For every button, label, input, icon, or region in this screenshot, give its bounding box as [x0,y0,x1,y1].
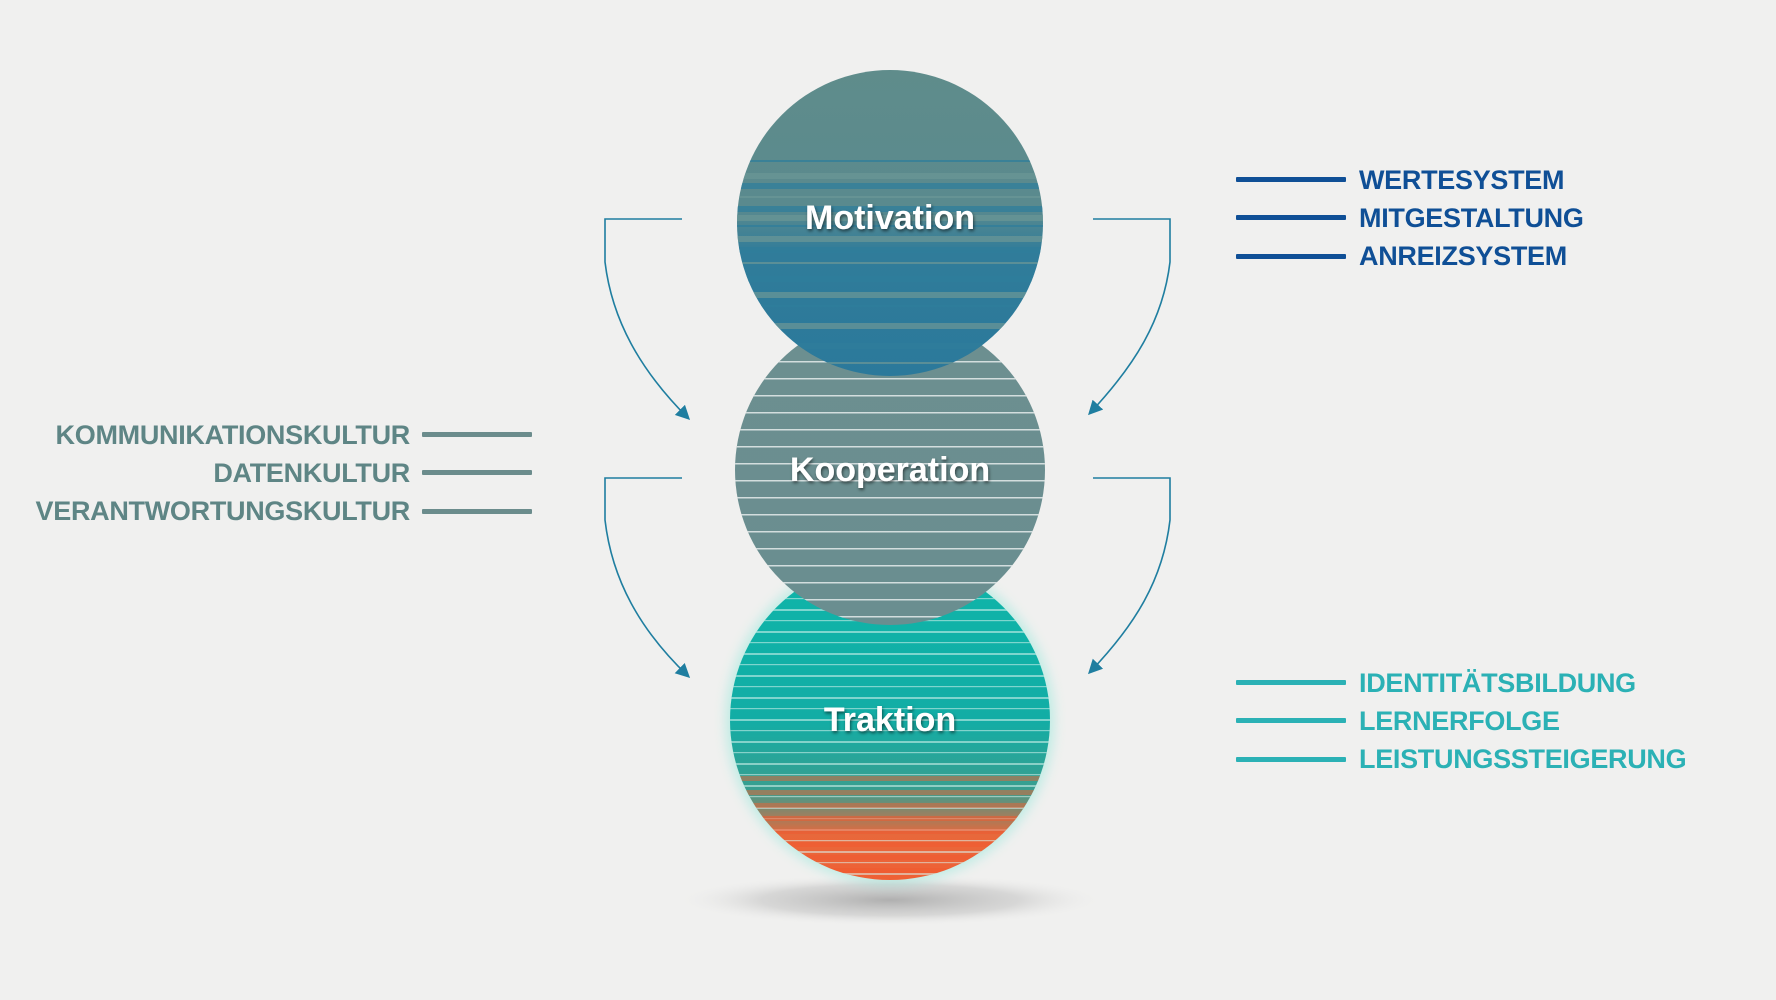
decorative-stripe [730,774,1050,776]
list-item-verantwortungskultur: VERANTWORTUNGSKULTUR [35,496,411,526]
list-item-lernerfolge: LERNERFOLGE [1359,706,1560,736]
list-bar [1236,680,1346,685]
decorative-stripe [730,631,1050,633]
list-item-kommunikationskultur: KOMMUNIKATIONSKULTUR [55,420,411,450]
ground-shadow [675,874,1105,926]
decorative-stripe [737,215,1043,221]
arrow-left-bottom [604,477,691,678]
decorative-stripe [735,514,1045,516]
decorative-stripe [735,497,1045,499]
decorative-stripe [730,868,1050,873]
decorative-stripe [730,790,1050,795]
circle-kooperation [735,315,1045,625]
decorative-stripe [730,686,1050,688]
decorative-stripe [737,323,1043,329]
decorative-stripe [737,262,1043,264]
decorative-stripe [730,675,1050,677]
decorative-stripe [735,480,1045,482]
decorative-stripe [730,697,1050,699]
decorative-stripe [730,776,1050,781]
arrow-right-bottom [1088,477,1171,675]
list-item-datenkultur: DATENKULTUR [213,458,410,488]
decorative-stripe [737,343,1043,349]
arrow-right-top [1088,218,1171,416]
decorative-stripe [730,763,1050,765]
decorative-stripe [730,653,1050,655]
decorative-stripe [730,741,1050,743]
decorative-stripe [730,664,1050,666]
decorative-stripe [737,206,1043,212]
list-bar [422,470,532,475]
list-bar [422,509,532,514]
decorative-stripe [737,173,1043,179]
list-bar [1236,757,1346,762]
decorative-stripe [737,276,1043,282]
decorative-stripe [735,616,1045,618]
decorative-stripe [735,446,1045,448]
decorative-stripe [730,785,1050,787]
decorative-stripe [730,803,1050,808]
decorative-stripe [735,565,1045,567]
list-item-anreizsystem: ANREIZSYSTEM [1359,241,1567,271]
decorative-stripe [730,752,1050,754]
decorative-stripe [730,873,1050,875]
list-bar [1236,177,1346,182]
decorative-stripe [737,225,1043,227]
list-bar [1236,718,1346,723]
decorative-stripe [735,378,1045,380]
decorative-stripe [730,642,1050,644]
decorative-stripe [735,599,1045,601]
decorative-stripe [735,429,1045,431]
decorative-stripe [737,292,1043,298]
decorative-stripe [735,531,1045,533]
decorative-stripe [735,582,1045,584]
list-bar [1236,215,1346,220]
list-item-wertesystem: WERTESYSTEM [1359,165,1565,195]
list-item-identitaetsbildung: IDENTITÄTSBILDUNG [1359,668,1636,698]
arrow-left-top [604,218,691,421]
decorative-stripe [735,395,1045,397]
decorative-stripe [737,305,1043,307]
decorative-stripe [730,816,1050,821]
circle-motivation [737,70,1043,376]
decorative-stripe [737,160,1043,162]
decorative-stripe [730,855,1050,860]
label-motivation: Motivation [805,199,975,237]
decorative-stripe [737,362,1043,364]
label-traktion: Traktion [824,701,956,739]
decorative-stripe [735,463,1045,465]
decorative-stripe [737,183,1043,189]
decorative-stripe [730,708,1050,710]
list-bar [1236,254,1346,259]
decorative-stripe [735,412,1045,414]
decorative-stripe [737,236,1043,242]
decorative-stripe [730,842,1050,847]
decorative-stripe [730,719,1050,721]
decorative-stripe [735,548,1045,550]
list-bar [422,432,532,437]
decorative-stripe [737,196,1043,198]
decorative-stripe [730,862,1050,864]
list-item-mitgestaltung: MITGESTALTUNG [1359,203,1584,233]
decorative-stripe [730,829,1050,834]
list-item-leistungssteigerung: LEISTUNGSSTEIGERUNG [1359,744,1687,774]
label-kooperation: Kooperation [790,451,990,489]
decorative-stripe [730,840,1050,842]
decorative-stripe [730,730,1050,732]
decorative-stripe [730,796,1050,798]
decorative-stripe [737,247,1043,253]
decorative-stripe [730,851,1050,853]
